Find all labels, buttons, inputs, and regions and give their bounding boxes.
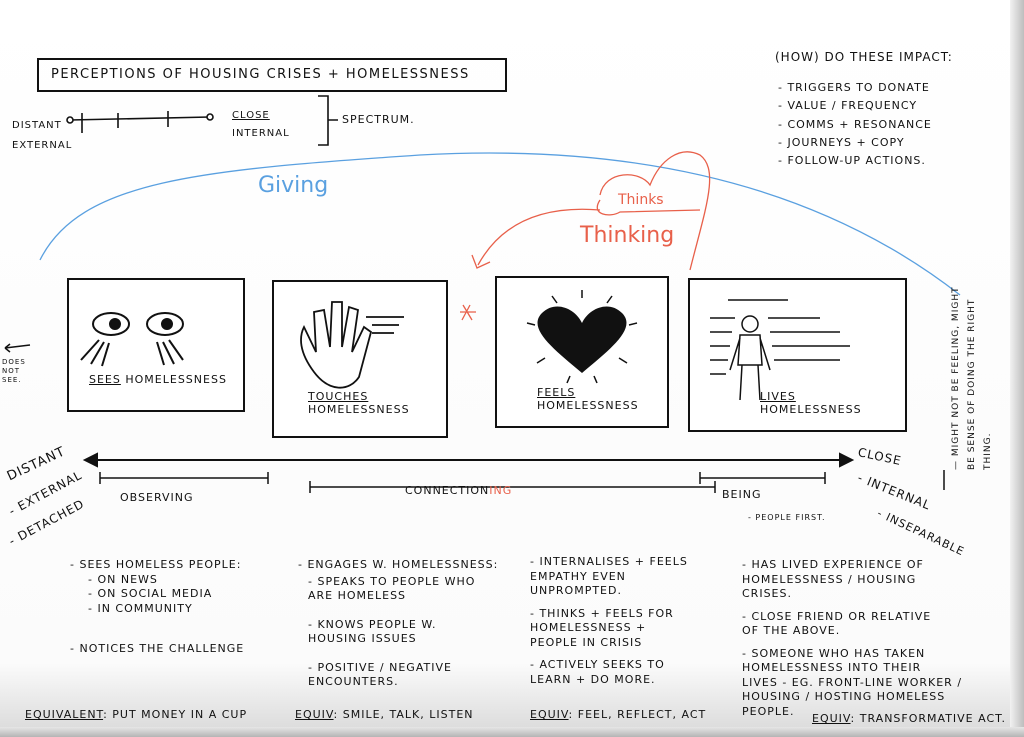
does-not-see-note: Does not see. bbox=[2, 358, 26, 384]
list-item: - On news bbox=[88, 572, 158, 586]
list-item: - In community bbox=[88, 601, 193, 615]
stage-label: FeelsHomelessness bbox=[537, 386, 639, 412]
stage-lives: LivesHomelessness bbox=[688, 278, 907, 432]
title-box: Perceptions of housing crises + homeless… bbox=[37, 58, 507, 92]
thinks-doodle bbox=[460, 151, 711, 321]
people-first-note: - People first. bbox=[748, 513, 826, 522]
spectrum-internal: Internal bbox=[232, 128, 290, 139]
stage-sees: Sees Homelessness bbox=[67, 278, 245, 412]
person-icon bbox=[710, 299, 850, 401]
segment-being: Being bbox=[722, 488, 762, 501]
list-item: - Notices the challenge bbox=[70, 642, 245, 655]
equiv-feels: Equiv: Feel, reflect, act bbox=[530, 708, 707, 721]
spectrum-label: Spectrum. bbox=[342, 113, 415, 126]
spectrum-distant: Distant bbox=[12, 120, 62, 131]
list-item: - Positive / negative encounters. bbox=[308, 660, 452, 689]
equiv-sees: Equivalent: Put money in a cup bbox=[25, 708, 248, 721]
equiv-touches: Equiv: Smile, talk, listen bbox=[295, 708, 474, 721]
spectrum-external: External bbox=[12, 140, 73, 151]
side-note: — Might not be feeling, might be sense o… bbox=[951, 286, 993, 470]
impact-heading: (How) do these impact: bbox=[775, 50, 953, 64]
spectrum-close: Close bbox=[232, 110, 270, 121]
column-feels: - Internalises + feels empathy even unpr… bbox=[530, 555, 688, 701]
list-item: - Close friend or relative of the above. bbox=[742, 609, 932, 638]
impact-item: - Comms + resonance bbox=[778, 118, 932, 131]
list-item: - Has lived experience of homelessness /… bbox=[742, 558, 924, 600]
stage-label: LivesHomelessness bbox=[760, 390, 862, 416]
stage-touches: TouchesHomelessness bbox=[272, 280, 448, 438]
impact-item: - Triggers to donate bbox=[778, 81, 930, 94]
paper-edge-shadow bbox=[1010, 0, 1024, 737]
heart-icon bbox=[526, 290, 638, 384]
equiv-lives: Equiv: Transformative act. bbox=[812, 712, 1007, 725]
stage-label: TouchesHomelessness bbox=[308, 390, 410, 416]
list-item: - Someone who has taken homelessness int… bbox=[742, 646, 963, 718]
thinks-label: Thinks bbox=[618, 192, 664, 208]
eyes-icon bbox=[80, 312, 184, 367]
segment-connection: ConnectionING bbox=[405, 484, 513, 497]
hand-icon bbox=[300, 301, 404, 389]
list-item: - On social media bbox=[88, 587, 213, 600]
list-item: - Actively seeks to learn + do more. bbox=[530, 658, 665, 686]
list-item: - Speaks to people who are homeless bbox=[308, 574, 476, 603]
giving-label: Giving bbox=[258, 173, 329, 198]
column-sees: - Sees homeless people: - On news - On s… bbox=[70, 558, 244, 657]
thinking-label: Thinking bbox=[580, 223, 675, 248]
list-item: - Internalises + feels empathy even unpr… bbox=[530, 555, 688, 597]
list-item: - Thinks + feels for homelessness + peop… bbox=[530, 606, 674, 649]
page-title: Perceptions of housing crises + homeless… bbox=[51, 67, 470, 82]
segment-observing: Observing bbox=[120, 491, 194, 504]
impact-item: - Journeys + copy bbox=[778, 136, 905, 149]
impact-item: - Value / frequency bbox=[778, 99, 918, 112]
stage-label: Sees Homelessness bbox=[89, 373, 227, 386]
list-item: - Sees homeless people: bbox=[70, 558, 242, 571]
stage-feels: FeelsHomelessness bbox=[495, 276, 669, 428]
giving-curve bbox=[39, 152, 961, 296]
paper-bottom-shadow bbox=[0, 727, 1024, 737]
impact-item: - Follow-up actions. bbox=[778, 154, 926, 167]
list-item: - Knows people w. housing issues bbox=[308, 617, 437, 646]
column-lives: - Has lived experience of homelessness /… bbox=[742, 558, 962, 733]
list-item: - Engages w. homelessness: bbox=[298, 558, 499, 571]
column-touches: - Engages w. homelessness: - Speaks to p… bbox=[298, 558, 498, 704]
